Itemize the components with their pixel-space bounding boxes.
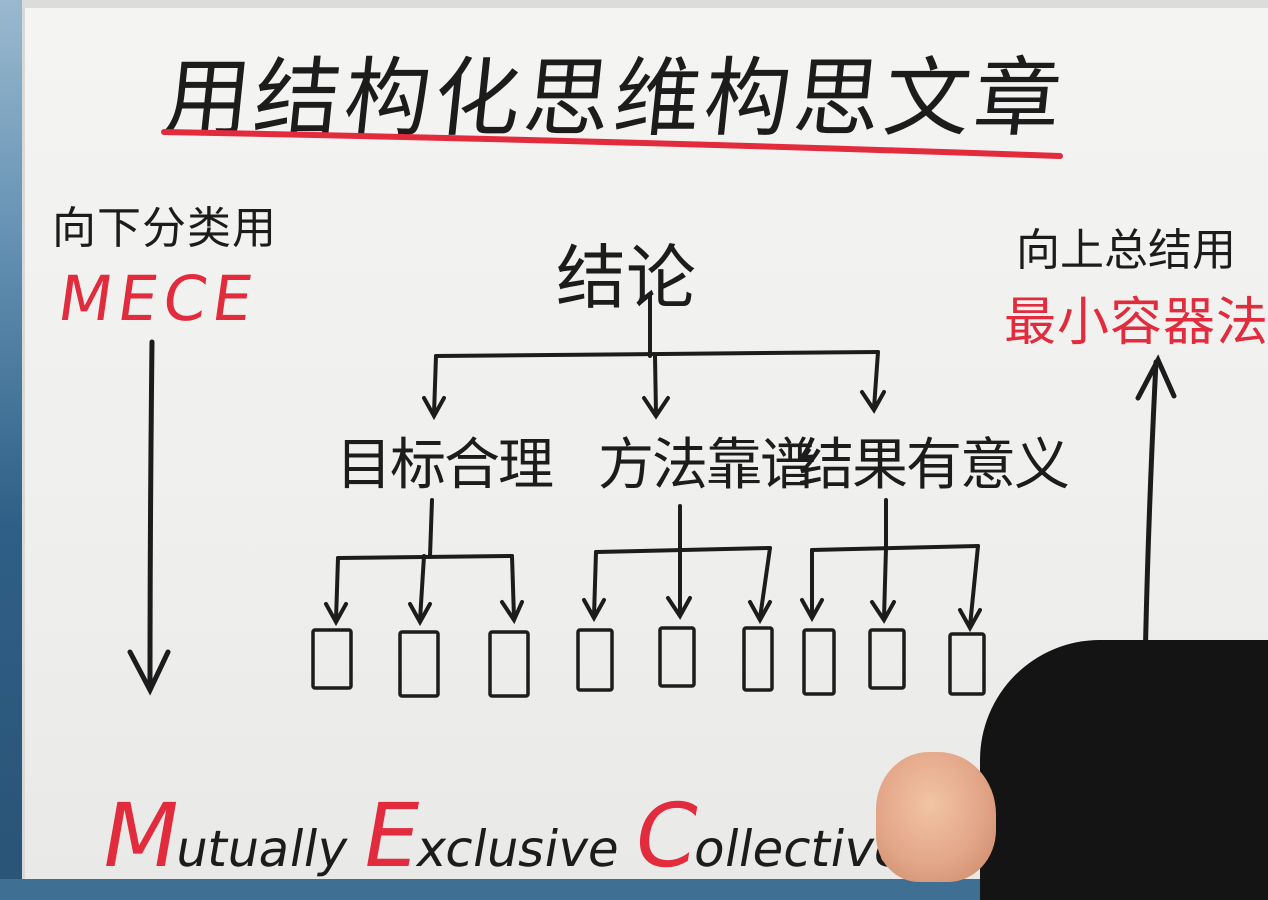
- root-node: 结论: [556, 237, 696, 319]
- child-node-3: 结果有意义: [798, 433, 1070, 498]
- presenter-body: [980, 640, 1268, 900]
- leaf-box: [576, 628, 614, 692]
- child2-branches: [582, 504, 772, 625]
- min-container-label: 最小容器法: [1004, 293, 1268, 353]
- child-node-2: 方法靠谱: [598, 433, 816, 498]
- leaf-box: [802, 628, 836, 696]
- child3-branches: [800, 498, 982, 633]
- right-label: 向上总结用: [1016, 225, 1236, 276]
- leaf-box: [742, 626, 774, 692]
- leaf-box: [311, 628, 353, 690]
- leaf-box: [658, 626, 696, 688]
- child-node-1: 目标合理: [336, 433, 554, 498]
- mece-word-1: utually: [171, 820, 353, 878]
- whiteboard-frame: [22, 0, 1268, 8]
- down-arrow: [127, 339, 171, 696]
- root-branches: [422, 294, 886, 421]
- presenter-hand: [876, 752, 996, 882]
- child1-branches: [324, 498, 524, 627]
- leaf-box: [868, 628, 906, 690]
- title-underline: [161, 129, 1063, 159]
- leaf-box: [948, 632, 986, 696]
- leaf-box: [488, 630, 530, 698]
- leaf-box: [398, 630, 440, 698]
- diagram-lines: [127, 129, 1177, 737]
- mece-word-2: xclusive: [411, 820, 625, 878]
- left-label: 向下分类用: [52, 203, 277, 254]
- background-ocean: [0, 0, 26, 879]
